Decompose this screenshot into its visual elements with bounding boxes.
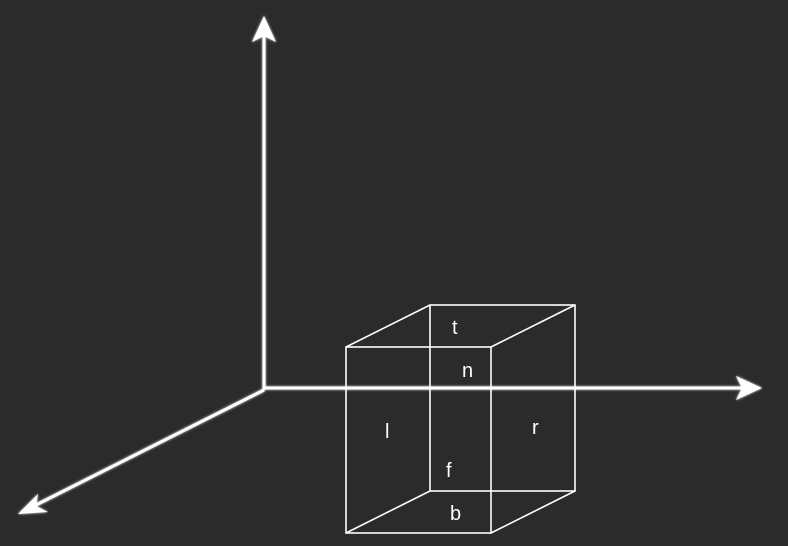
edge-top-left <box>345 304 431 348</box>
front-face <box>345 346 492 534</box>
label-near: n <box>462 360 473 382</box>
label-top: t <box>452 317 458 339</box>
view-volume-box <box>345 304 576 534</box>
edge-bottom-right <box>490 490 576 534</box>
edge-bottom-left <box>345 490 431 534</box>
axis-arrowheads <box>18 16 762 514</box>
label-right: r <box>532 417 539 439</box>
vertical-axis-arrowhead <box>252 16 276 42</box>
label-left: l <box>385 421 389 443</box>
horizontal-axis-arrowhead <box>736 376 762 400</box>
depth-axis-arrowhead <box>18 494 48 514</box>
back-face <box>429 304 576 492</box>
coordinate-axes <box>29 30 748 510</box>
label-far: f <box>446 460 452 482</box>
depth-axis <box>29 388 265 510</box>
label-bottom: b <box>450 503 461 525</box>
edge-top-right <box>490 304 576 348</box>
